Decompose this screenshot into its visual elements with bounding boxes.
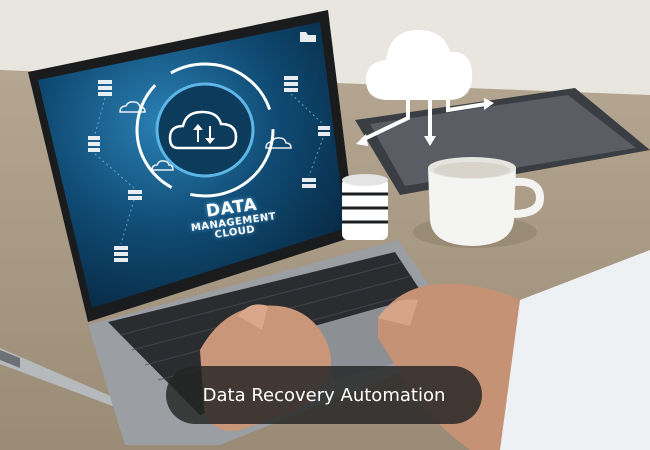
refresh-arrows-icon	[135, 62, 275, 198]
folder-icon	[300, 32, 316, 42]
cloud-icon	[356, 30, 494, 146]
shirt-sleeve	[500, 250, 650, 450]
coffee-cup	[413, 157, 545, 248]
database-icon	[342, 174, 388, 240]
server-icon	[88, 80, 142, 262]
caption-text: Data Recovery Automation	[202, 384, 446, 406]
cloud-upload-icon	[168, 110, 238, 150]
pen	[0, 348, 118, 408]
caption-badge: Data Recovery Automation	[166, 366, 482, 424]
